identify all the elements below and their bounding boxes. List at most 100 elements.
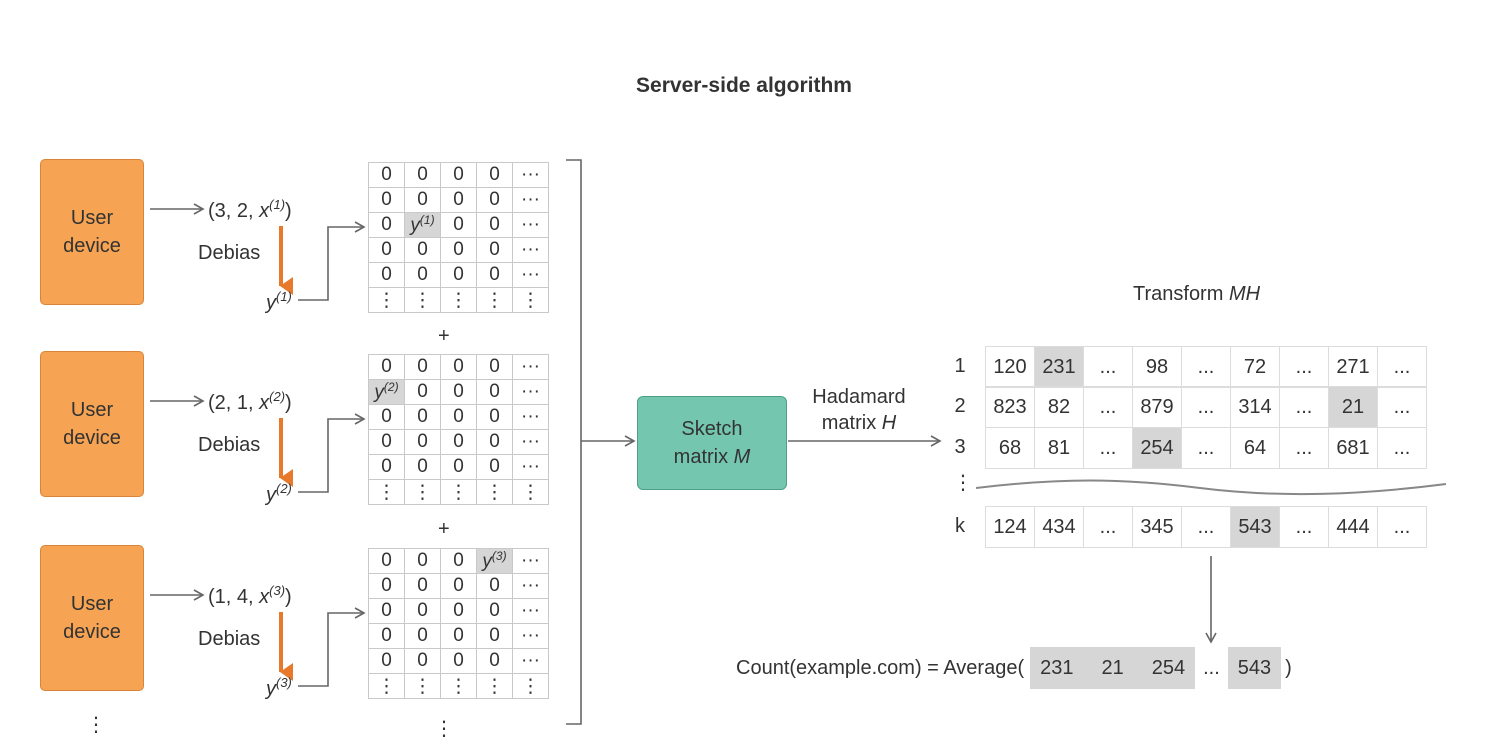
result-ellipsis: ... xyxy=(1203,656,1220,679)
matrix-cell: 0 xyxy=(440,237,477,263)
transform-cell: 879 xyxy=(1132,386,1182,428)
matrix-cell: 0 xyxy=(476,379,513,405)
debiased-output: y(2) xyxy=(266,481,292,506)
sketch-label: matrix xyxy=(673,446,734,468)
matrix-cell: 0 xyxy=(440,404,477,430)
transform-cell: ... xyxy=(1083,427,1133,469)
matrix-hdots: ··· xyxy=(512,648,549,674)
more-devices-ellipsis: ⋮ xyxy=(86,714,106,736)
matrix-cell: 0 xyxy=(368,404,405,430)
matrix-cell-y: y(1) xyxy=(404,212,441,238)
matrix-hdots: ··· xyxy=(512,262,549,288)
transform-cell: 543 xyxy=(1230,506,1280,548)
transform-cell: ... xyxy=(1279,427,1329,469)
diagram-title: Server-side algorithm xyxy=(636,74,852,97)
matrix-cell: 0 xyxy=(476,454,513,480)
matrix-hdots: ··· xyxy=(512,623,549,649)
matrix-cell: 0 xyxy=(476,187,513,213)
transform-cell: 98 xyxy=(1132,346,1182,388)
matrix-cell: 0 xyxy=(368,162,405,188)
matrix-cell: 0 xyxy=(404,429,441,455)
device-label: device xyxy=(63,235,121,257)
input-tuple: (2, 1, x(2)) xyxy=(208,389,292,414)
device-label: User xyxy=(70,593,114,615)
matrix-cell: 0 xyxy=(368,454,405,480)
transform-label: Transform MH xyxy=(1133,283,1261,305)
transform-cell: 345 xyxy=(1132,506,1182,548)
transform-cell: ... xyxy=(1377,386,1427,428)
matrix-cell: 0 xyxy=(440,212,477,238)
matrix-cell: 0 xyxy=(476,404,513,430)
matrix-cell: 0 xyxy=(440,573,477,599)
selected-values: 231 21 254 xyxy=(1030,647,1196,689)
device-label: User xyxy=(70,207,114,229)
sum-bracket xyxy=(566,159,582,725)
device-label: device xyxy=(63,427,121,449)
matrix-cell: 0 xyxy=(404,454,441,480)
matrix-cell: 0 xyxy=(404,379,441,405)
transform-cell: ... xyxy=(1377,427,1427,469)
matrix-cell: 0 xyxy=(476,262,513,288)
matrix-vdots: ⋮ xyxy=(440,479,477,505)
transform-cell: ... xyxy=(1181,506,1231,548)
transform-cell: 271 xyxy=(1328,346,1378,388)
matrix-hdots: ··· xyxy=(512,354,549,380)
result-value: 254 xyxy=(1151,656,1186,679)
matrix-cell: 0 xyxy=(404,573,441,599)
matrix-cell: 0 xyxy=(404,648,441,674)
matrix-hdots: ··· xyxy=(512,548,549,574)
matrix-cell: 0 xyxy=(368,648,405,674)
transform-cell: ... xyxy=(1279,386,1329,428)
matrix-vdots: ⋮ xyxy=(512,287,549,313)
debias-label: Debias xyxy=(198,242,261,264)
matrix-vdots: ⋮ xyxy=(368,673,405,699)
debiased-output: y(1) xyxy=(266,289,292,314)
transform-cell: 72 xyxy=(1230,346,1280,388)
transform-cell: ... xyxy=(1083,386,1133,428)
transform-cell: ... xyxy=(1279,506,1329,548)
matrix-vdots: ⋮ xyxy=(368,287,405,313)
table-break-line xyxy=(975,479,1447,496)
matrix-vdots: ⋮ xyxy=(404,479,441,505)
result-value: 231 xyxy=(1040,656,1074,679)
matrix-cell: 0 xyxy=(368,429,405,455)
matrix-cell-y: y(2) xyxy=(368,379,405,405)
formula-suffix: ) xyxy=(1285,656,1292,679)
matrix-cell: 0 xyxy=(404,162,441,188)
transform-row-label: 1 xyxy=(954,355,966,377)
matrix-row: ⋮⋮⋮⋮⋮ xyxy=(368,287,549,313)
matrix-hdots: ··· xyxy=(512,573,549,599)
rows-ellipsis: ⋮ xyxy=(953,472,973,494)
transform-cell: 81 xyxy=(1034,427,1084,469)
matrix-hdots: ··· xyxy=(512,212,549,238)
matrix-cell: 0 xyxy=(476,598,513,624)
matrix-cell: 0 xyxy=(404,187,441,213)
sketch-var: M xyxy=(733,446,751,468)
transform-cell: 231 xyxy=(1034,346,1084,388)
matrix-cell: 0 xyxy=(440,623,477,649)
user-device-box: User device xyxy=(40,159,144,305)
transform-cell: ... xyxy=(1083,506,1133,548)
matrix-cell: 0 xyxy=(368,598,405,624)
matrix-cell: 0 xyxy=(476,623,513,649)
matrix-vdots: ⋮ xyxy=(476,479,513,505)
matrix-hdots: ··· xyxy=(512,379,549,405)
matrix-cell: 0 xyxy=(404,354,441,380)
matrix-cell: 0 xyxy=(476,212,513,238)
matrix-cell: 0 xyxy=(368,354,405,380)
transform-cell: ... xyxy=(1181,427,1231,469)
matrix-vdots: ⋮ xyxy=(512,673,549,699)
transform-cell: 434 xyxy=(1034,506,1084,548)
